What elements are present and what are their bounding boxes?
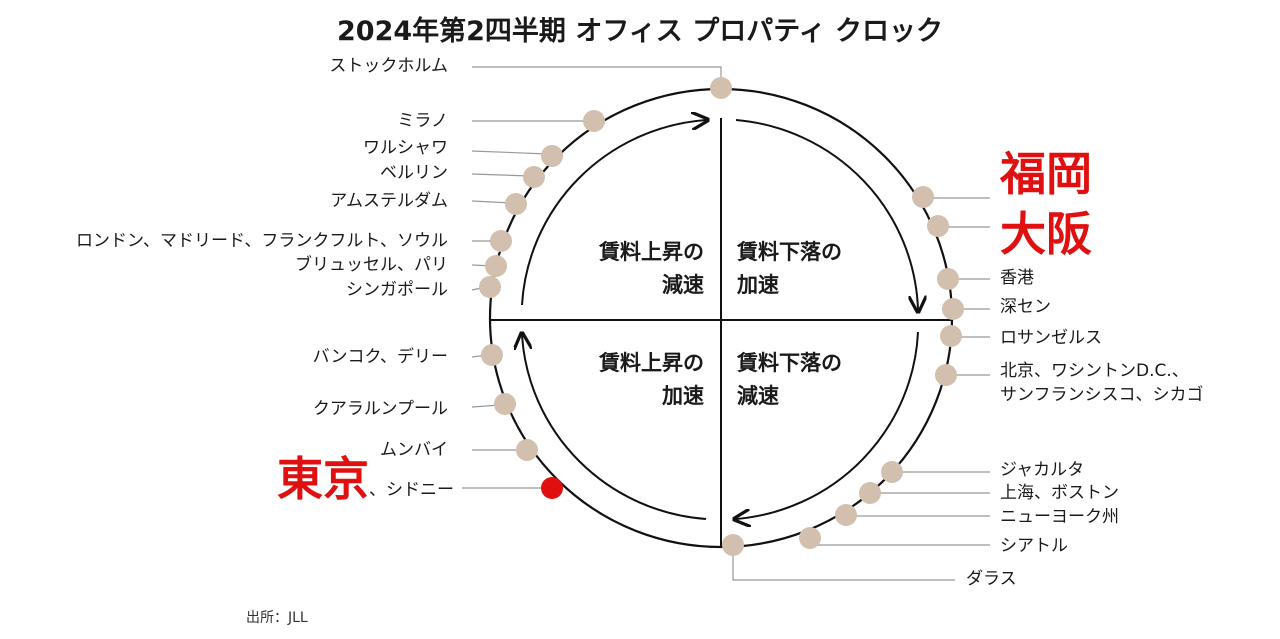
dot-london-group bbox=[490, 230, 512, 252]
dot-shenzhen bbox=[942, 298, 964, 320]
label-fukuoka: 福岡 bbox=[1000, 147, 1092, 201]
label-beijing-group-line1: 北京、ワシントンD.C.、 bbox=[1000, 361, 1189, 381]
label-berlin: ベルリン bbox=[380, 163, 448, 183]
dot-shanghai-boston bbox=[859, 482, 881, 504]
quadrant-top-right-line1: 賃料下落の bbox=[737, 240, 842, 264]
arrow-bottom-left bbox=[522, 335, 707, 520]
label-new-york: ニューヨーク州 bbox=[1000, 507, 1119, 527]
label-shanghai-boston: 上海、ボストン bbox=[1000, 483, 1119, 503]
arrow-top-right bbox=[735, 119, 918, 310]
dot-mumbai bbox=[516, 439, 538, 461]
label-bangkok-delhi: バンコク、デリー bbox=[312, 347, 448, 367]
quadrant-bottom-right-line1: 賃料下落の bbox=[737, 351, 842, 375]
dot-dallas bbox=[722, 534, 744, 556]
page-title: 2024年第2四半期 オフィス プロパティ クロック bbox=[337, 16, 943, 47]
leader-lines-left bbox=[462, 66, 722, 489]
dot-bangkok-delhi bbox=[481, 344, 503, 366]
label-seattle: シアトル bbox=[1000, 536, 1068, 556]
label-tokyo: 東京 bbox=[277, 452, 369, 506]
label-milan: ミラノ bbox=[397, 111, 448, 131]
dot-brussels-paris bbox=[485, 255, 507, 277]
city-dots bbox=[479, 77, 964, 556]
dot-seattle bbox=[799, 527, 821, 549]
dot-berlin bbox=[523, 166, 545, 188]
dot-hong-kong bbox=[937, 268, 959, 290]
dot-warsaw bbox=[541, 145, 563, 167]
label-stockholm: ストックホルム bbox=[329, 56, 448, 76]
label-sydney: 、シドニー bbox=[369, 480, 454, 500]
quadrant-top-left-line1: 賃料上昇の bbox=[599, 240, 704, 264]
label-amsterdam: アムステルダム bbox=[330, 191, 448, 211]
quadrant-top-left: 賃料上昇の 減速 bbox=[599, 236, 704, 302]
dot-milan bbox=[583, 110, 605, 132]
label-shenzhen: 深セン bbox=[1000, 297, 1051, 317]
arrow-bottom-right bbox=[736, 331, 919, 519]
dot-los-angeles bbox=[940, 325, 962, 347]
dot-fukuoka bbox=[912, 186, 934, 208]
dot-singapore bbox=[479, 276, 501, 298]
label-tokyo-sydney: 東京、シドニー bbox=[277, 452, 454, 517]
label-hong-kong: 香港 bbox=[1000, 268, 1034, 288]
source-note: 出所：JLL bbox=[246, 610, 308, 626]
label-beijing-group-line2: サンフランシスコ、シカゴ bbox=[1000, 385, 1204, 405]
quadrant-bottom-right: 賃料下落の 減速 bbox=[737, 347, 842, 413]
dot-stockholm bbox=[710, 77, 732, 99]
leader-lines-right bbox=[732, 197, 990, 581]
quadrant-top-right-line2: 加速 bbox=[737, 273, 779, 297]
label-mumbai: ムンバイ bbox=[380, 440, 448, 460]
dot-jakarta bbox=[881, 461, 903, 483]
label-los-angeles: ロサンゼルス bbox=[1000, 328, 1102, 348]
dot-osaka bbox=[927, 215, 949, 237]
quadrant-top-left-line2: 減速 bbox=[662, 273, 704, 297]
quadrant-bottom-right-line2: 減速 bbox=[737, 384, 779, 408]
quadrant-bottom-left: 賃料上昇の 加速 bbox=[599, 347, 704, 413]
dot-kuala-lumpur bbox=[494, 393, 516, 415]
label-kuala-lumpur: クアラルンプール bbox=[312, 399, 448, 419]
arrow-top-left bbox=[521, 120, 706, 306]
label-brussels-paris: ブリュッセル、パリ bbox=[295, 255, 448, 275]
label-warsaw: ワルシャワ bbox=[363, 138, 448, 158]
quadrant-top-right: 賃料下落の 加速 bbox=[737, 236, 842, 302]
quadrant-bottom-left-line1: 賃料上昇の bbox=[599, 351, 704, 375]
label-london-group: ロンドン、マドリード、フランクフルト、ソウル bbox=[76, 231, 448, 251]
quadrant-bottom-left-line2: 加速 bbox=[662, 384, 704, 408]
label-osaka: 大阪 bbox=[1000, 207, 1092, 261]
dot-tokyo-sydney bbox=[541, 477, 563, 499]
dot-new-york bbox=[835, 504, 857, 526]
dot-beijing-group bbox=[935, 364, 957, 386]
label-singapore: シンガポール bbox=[346, 280, 448, 300]
label-dallas: ダラス bbox=[966, 569, 1017, 589]
dot-amsterdam bbox=[505, 193, 527, 215]
label-jakarta: ジャカルタ bbox=[1000, 460, 1085, 480]
